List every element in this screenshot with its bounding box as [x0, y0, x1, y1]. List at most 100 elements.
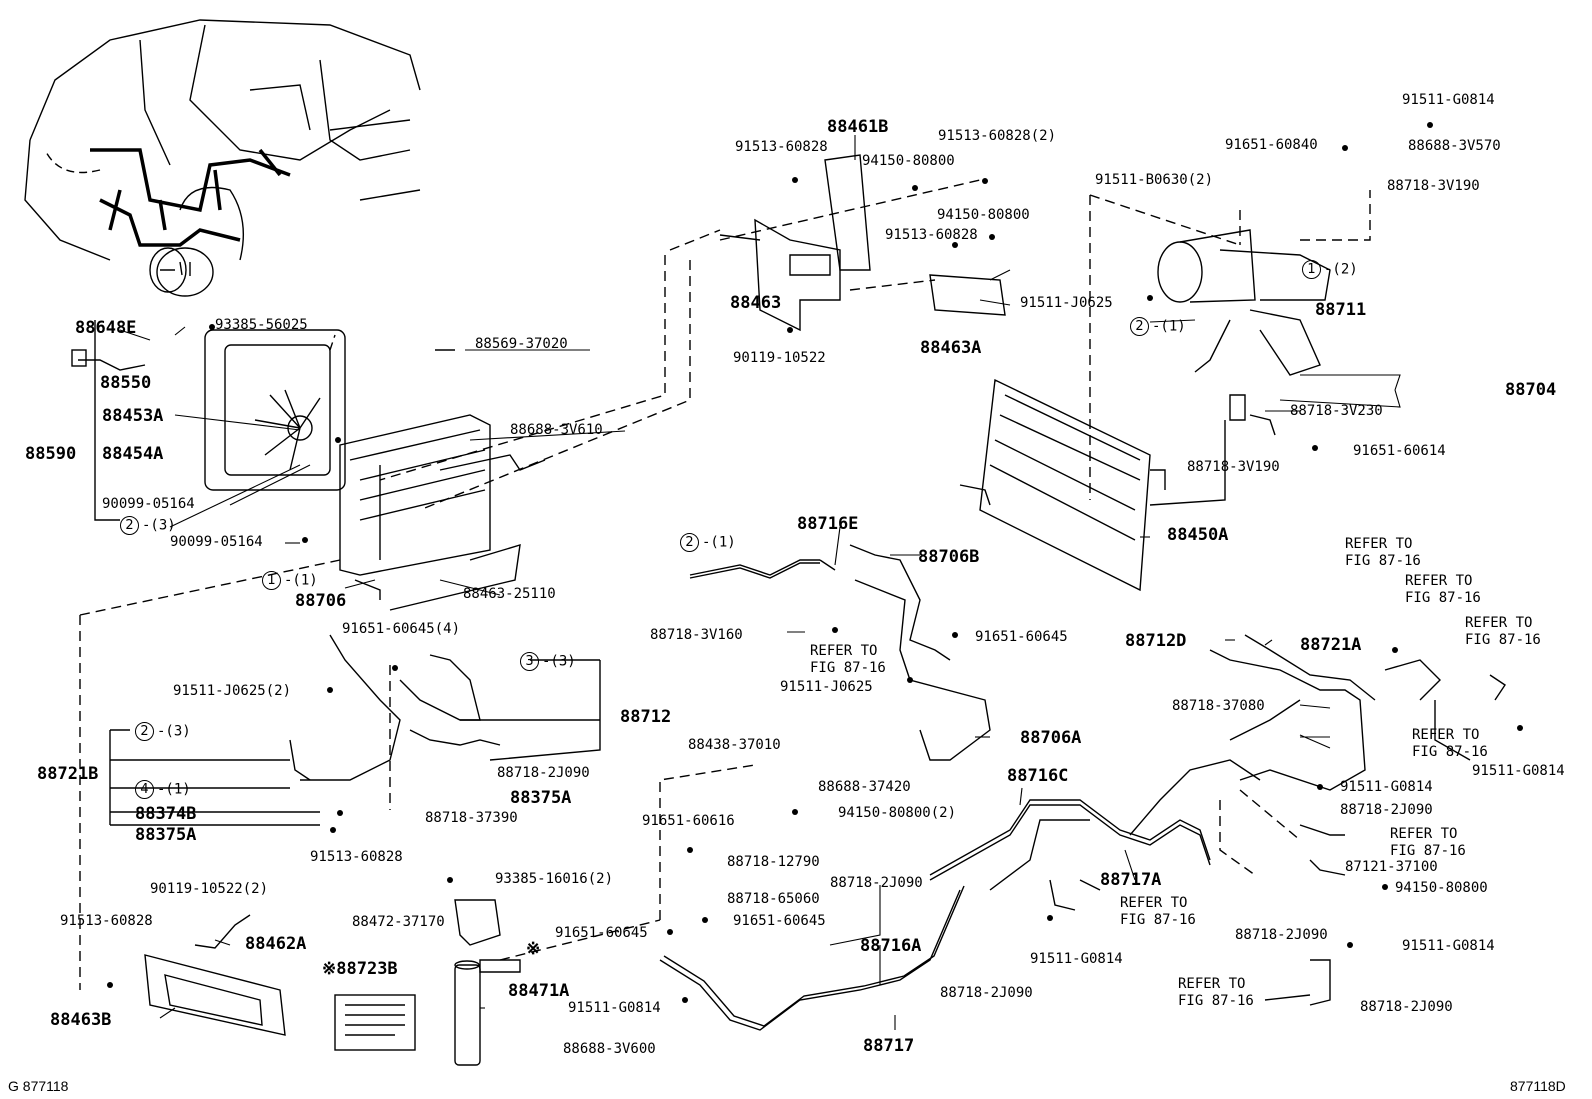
part-88374B: 88374B: [135, 804, 197, 824]
hose-88712: [289, 634, 501, 781]
part-88375A-b: 88375A: [510, 788, 572, 808]
part-91511-G0814-d: 91511-G0814: [1340, 779, 1433, 795]
part-94150-80800-a: 94150-80800: [862, 153, 955, 169]
part-88550: 88550: [100, 373, 152, 393]
part-91651-60645-a: 91651-60645: [975, 629, 1068, 645]
part-91513-60828-2: 91513-60828(2): [938, 128, 1057, 144]
part-91651-60645-4: 91651-60645(4): [342, 621, 461, 637]
part-88717: 88717: [863, 1036, 915, 1056]
part-90099-05164-a: 90099-05164: [102, 496, 195, 512]
part-88718-3V230: 88718-3V230: [1290, 403, 1383, 419]
part-88718-37080: 88718-37080: [1172, 698, 1265, 714]
part-88463A: 88463A: [920, 338, 982, 358]
part-91511-G0814-a: 91511-G0814: [1402, 92, 1495, 108]
refer-to-fig-7: REFER TO FIG 87-16: [1120, 895, 1196, 928]
part-88711: 88711: [1315, 300, 1367, 320]
receiver-88471A: [454, 899, 521, 1066]
part-88716C: 88716C: [1007, 766, 1069, 786]
part-88718-3V160: 88718-3V160: [650, 627, 743, 643]
part-88718-12790: 88718-12790: [727, 854, 820, 870]
caution-label-88723B: [334, 994, 416, 1051]
part-88688-37420: 88688-37420: [818, 779, 911, 795]
condenser-88450A: [959, 378, 1166, 592]
part-91651-60645-c: 91651-60645: [555, 925, 648, 941]
part-88569-37020: 88569-37020: [475, 336, 568, 352]
pipe-88716E: [689, 544, 991, 761]
refer-to-fig-2: REFER TO FIG 87-16: [1345, 536, 1421, 569]
note-mark-receiver: ※: [526, 939, 541, 959]
part-88438-37010: 88438-37010: [688, 737, 781, 753]
condenser-left: [339, 349, 546, 611]
callout-2-qty-3-a: 2-(3): [120, 516, 176, 535]
part-91511-G0814-c: 91511-G0814: [1030, 951, 1123, 967]
part-88450A: 88450A: [1167, 525, 1229, 545]
part-88718-2J090-a: 88718-2J090: [830, 875, 923, 891]
part-94150-80800-2: 94150-80800(2): [838, 805, 957, 821]
part-88461B: 88461B: [827, 117, 889, 137]
callout-1-qty-2: 1-(2): [1302, 260, 1358, 279]
part-88688-3V570: 88688-3V570: [1408, 138, 1501, 154]
part-93385-16016-2: 93385-16016(2): [495, 871, 614, 887]
part-88718-3V190-b: 88718-3V190: [1187, 459, 1280, 475]
refer-to-fig-5: REFER TO FIG 87-16: [1412, 727, 1488, 760]
part-91513-60828-d: 91513-60828: [60, 913, 153, 929]
part-88718-2J090-b: 88718-2J090: [940, 985, 1033, 1001]
pipe-88717: [659, 759, 1261, 1031]
part-91513-60828-a: 91513-60828: [735, 139, 828, 155]
bracket-88463B: [144, 914, 286, 1036]
part-88463B: 88463B: [50, 1010, 112, 1030]
refer-to-fig-6: REFER TO FIG 87-16: [1390, 826, 1466, 859]
part-88718-3V190-a: 88718-3V190: [1387, 178, 1480, 194]
part-91511-J0625-2: 91511-J0625(2): [173, 683, 292, 699]
part-88454A: 88454A: [102, 444, 164, 464]
callout-2-qty-1-b: 2-(1): [680, 533, 736, 552]
part-91651-60614: 91651-60614: [1353, 443, 1446, 459]
part-88648E: 88648E: [75, 318, 137, 338]
part-88688-3V610: 88688-3V610: [510, 422, 603, 438]
callout-2-qty-3-b: 2-(3): [135, 722, 191, 741]
part-88723B: ※88723B: [322, 959, 398, 979]
part-88721B: 88721B: [37, 764, 99, 784]
part-88463: 88463: [730, 293, 782, 313]
part-88706A: 88706A: [1020, 728, 1082, 748]
refer-to-fig-4: REFER TO FIG 87-16: [1465, 615, 1541, 648]
part-88706: 88706: [295, 591, 347, 611]
fastener-dots: [107, 122, 1523, 1003]
part-88712D: 88712D: [1125, 631, 1187, 651]
part-94150-80800-b: 94150-80800: [937, 207, 1030, 223]
leader-lines: [119, 135, 1401, 1030]
bracket-88463: [719, 154, 1006, 332]
truck-cab-illustration: [24, 19, 421, 276]
part-91651-60840: 91651-60840: [1225, 137, 1318, 153]
part-88472-37170: 88472-37170: [352, 914, 445, 930]
part-88718-65060: 88718-65060: [727, 891, 820, 907]
refer-to-fig-8: REFER TO FIG 87-16: [1178, 976, 1254, 1009]
part-88712: 88712: [620, 707, 672, 727]
callout-1-qty-1: 1-(1): [262, 571, 318, 590]
part-90119-10522: 90119-10522: [733, 350, 826, 366]
part-91511-J0625-b: 91511-J0625: [780, 679, 873, 695]
part-91511-B0630-2: 91511-B0630(2): [1095, 172, 1214, 188]
callout-2-qty-1-a: 2-(1): [1130, 317, 1186, 336]
note-mark: ※: [322, 959, 337, 979]
part-88375A-a: 88375A: [135, 825, 197, 845]
part-88453A: 88453A: [102, 406, 164, 426]
part-88718-37390: 88718-37390: [425, 810, 518, 826]
part-90099-05164-b: 90099-05164: [170, 534, 263, 550]
figure-id-left: G 877118: [8, 1078, 69, 1094]
refer-to-fig-3: REFER TO FIG 87-16: [1405, 573, 1481, 606]
part-91513-60828-c: 91513-60828: [310, 849, 403, 865]
part-88471A: 88471A: [508, 981, 570, 1001]
part-91513-60828-b: 91513-60828: [885, 227, 978, 243]
part-91511-G0814-b: 91511-G0814: [568, 1000, 661, 1016]
part-88462A: 88462A: [245, 934, 307, 954]
callout-4-qty-1: 4-(1): [135, 780, 191, 799]
part-91511-J0625-a: 91511-J0625: [1020, 295, 1113, 311]
part-91511-G0814-f: 91511-G0814: [1472, 763, 1565, 779]
fan-motor-assembly: [71, 247, 346, 521]
part-88463-25110: 88463-25110: [463, 586, 556, 602]
part-88718-2J090-f: 88718-2J090: [1360, 999, 1453, 1015]
part-91651-60645-b: 91651-60645: [733, 913, 826, 929]
